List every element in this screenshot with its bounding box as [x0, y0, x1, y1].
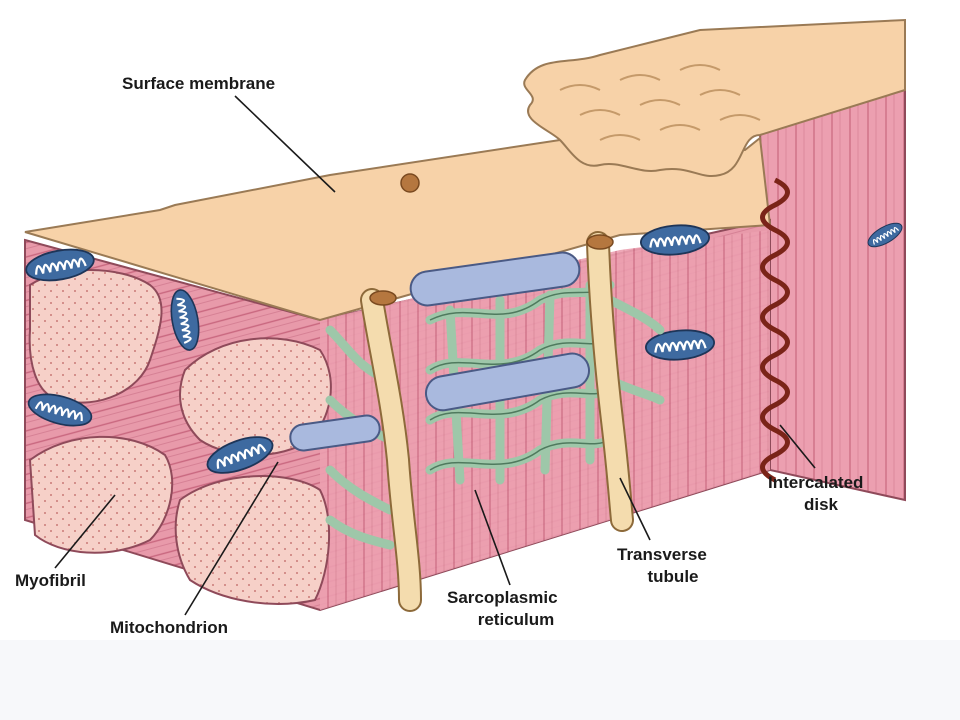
cisternae — [289, 251, 590, 452]
leader-intercalated-disk — [779, 424, 816, 469]
intercalated-disk-line — [760, 177, 790, 483]
leader-mitochondrion — [184, 461, 279, 616]
transverse-tubules — [360, 231, 634, 612]
leader-lines — [54, 95, 816, 616]
side-face — [758, 88, 906, 502]
label-sarcoplasmic-reticulum-line2: reticulum — [477, 610, 555, 629]
bottom-band — [0, 640, 960, 720]
label-mitochondrion: Mitochondrion — [110, 618, 229, 637]
label-intercalated-disk-line1: Intercalated — [768, 473, 864, 492]
label-transverse-tubule-line2: tubule — [647, 567, 699, 586]
leader-sarcoplasmic-reticulum — [474, 489, 511, 586]
label-sarcoplasmic-reticulum-line1: Sarcoplasmic — [447, 588, 558, 607]
label-myofibril: Myofibril — [15, 571, 86, 590]
label-surface-membrane: Surface membrane — [122, 74, 276, 93]
leader-surface-membrane — [234, 95, 336, 193]
label-transverse-tubule-line1: Transverse — [617, 545, 707, 564]
label-intercalated-disk-line2: disk — [803, 495, 839, 514]
leader-myofibril — [54, 494, 116, 569]
intercalated-fingers — [523, 18, 906, 177]
leader-transverse-tubule — [619, 477, 651, 541]
myofibril-sections — [28, 269, 332, 605]
t-tubule-opening — [400, 173, 420, 193]
